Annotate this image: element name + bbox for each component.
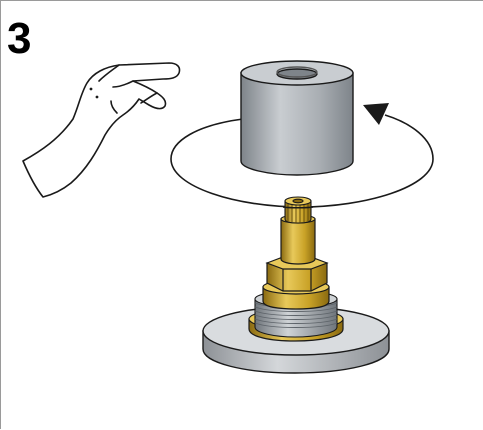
hand-icon xyxy=(23,63,180,197)
gray-cap xyxy=(241,61,353,175)
rotation-path-front xyxy=(283,207,313,208)
splined-spindle xyxy=(285,197,311,223)
